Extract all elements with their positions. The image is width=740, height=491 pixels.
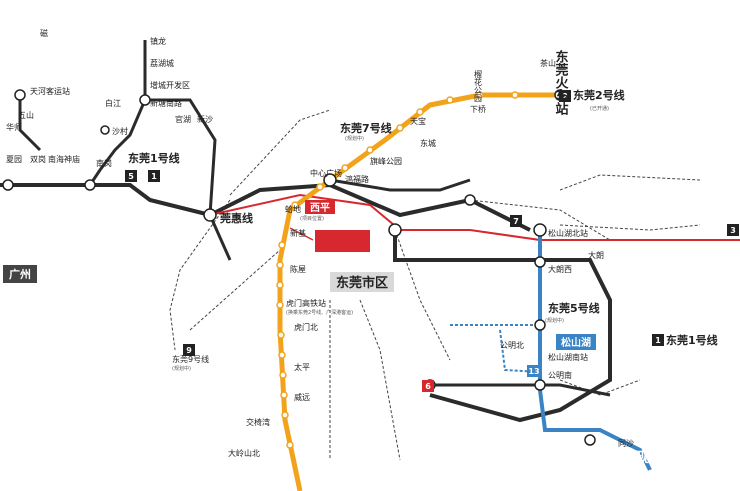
- station-qifeng: 旗峰公园: [370, 156, 402, 166]
- badge-9: 9: [186, 346, 192, 355]
- station-gongmingbei: 公明北: [500, 341, 524, 350]
- station-jiaoyiwan: 交椅湾: [246, 417, 270, 427]
- line-guangzhou-path: [18, 90, 42, 152]
- station-ci: 磁: [40, 28, 48, 38]
- dongguan-city-label: 东莞市区: [336, 275, 388, 291]
- dongguan-city-box: [330, 272, 394, 292]
- station-xinsha: 新沙: [197, 114, 213, 124]
- dg-station-label: 东莞火车站: [553, 49, 569, 116]
- line-guangzhou13-path: [88, 40, 147, 186]
- station-xinji: 新基: [290, 228, 306, 238]
- badge-5: 5: [128, 172, 134, 181]
- line7-path: [329, 178, 471, 192]
- line5-label: 东莞5号线: [548, 301, 600, 315]
- station-baijiang: 白江: [105, 98, 121, 108]
- badge-3: 3: [730, 226, 736, 235]
- line1-south: [393, 230, 612, 423]
- station-gongmingnan: 公明南: [548, 370, 572, 380]
- line7-label: 东莞7号线: [340, 121, 392, 135]
- line9-label: 东莞9号线: [172, 354, 209, 364]
- station-dalang: 大朗: [588, 250, 604, 260]
- station-xintang: 新塘南路: [150, 98, 182, 108]
- xiping-sub: (项目位置): [300, 215, 324, 222]
- line2-path: [277, 92, 570, 491]
- station-zhenlong: 镇龙: [150, 36, 166, 46]
- project-logo: [315, 230, 370, 252]
- line5-branch2: [499, 329, 541, 373]
- station-dalangxi: 大朗西: [548, 264, 572, 274]
- station-wushan: 五山: [18, 110, 34, 120]
- station-nangang: 南岗: [96, 158, 112, 168]
- line2-stations: [276, 91, 519, 449]
- hm-gaotie-sub: (换乘东莞2号线、广深港客运): [286, 309, 353, 316]
- station-tianbao: 天宝: [410, 116, 426, 126]
- guangzhou-label: 广州: [9, 267, 31, 281]
- station-tianhe: 天河客运站: [30, 86, 70, 96]
- songshanhu-label: 松山湖: [561, 336, 591, 349]
- badge-1b: 1: [655, 336, 661, 345]
- project-pointer: [289, 227, 314, 241]
- line6-path: [430, 383, 611, 397]
- line1-label-b: 东莞1号线: [666, 333, 718, 347]
- station-ssh-south: 松山湖南站: [548, 352, 588, 362]
- station-chenwu: 陈屋: [290, 264, 306, 274]
- badge-7: 7: [513, 217, 519, 226]
- station-shuanggang: 双岗: [30, 155, 46, 164]
- badge-13: 13: [528, 367, 539, 376]
- line2-label: 东莞2号线: [573, 88, 625, 102]
- station-labels: 磁 镇龙 荔湖城 增城开发区 新塘南路 官湖 新沙 天河客运站 五山 华师 白江…: [6, 28, 634, 458]
- line-guanhui-north: [145, 98, 217, 216]
- station-taiping: 太平: [294, 362, 310, 372]
- station-humenbei: 虎门北: [294, 322, 318, 332]
- station-shacun: 沙村: [112, 126, 128, 136]
- line1-label-a: 东莞1号线: [128, 151, 180, 165]
- guangzhou-box: [3, 265, 37, 283]
- interchanges: [2, 89, 596, 446]
- station-center: 中心广场: [310, 168, 342, 178]
- station-gedi: 蛤地: [285, 204, 301, 214]
- xiping-box: [305, 200, 335, 214]
- station-tongsha: 同沙: [618, 439, 634, 448]
- hm-gaotie-label: 虎门高铁站: [286, 298, 326, 308]
- station-chashan: 茶山: [540, 58, 556, 68]
- station-xiayuan: 夏园: [6, 155, 22, 164]
- songshanhu-box: [556, 334, 596, 350]
- station-zengcheng: 增城开发区: [150, 80, 190, 90]
- station-dongcheng: 东城: [420, 138, 436, 148]
- watermark: 楼市第一现场 搜狐号@搜狐焦点观山站: [575, 449, 729, 486]
- station-ssh-north: 松山湖北站: [548, 228, 588, 238]
- badge-2: 2: [562, 92, 568, 101]
- station-xiaqiao: 下桥: [470, 104, 486, 114]
- watermark-line2: 搜狐号@搜狐焦点观山站: [575, 469, 729, 486]
- station-lihucheng: 荔湖城: [150, 58, 174, 68]
- badge-1a: 1: [151, 172, 157, 181]
- badge-6: 6: [425, 382, 431, 391]
- planned-lines: [169, 109, 701, 461]
- station-liuhua: 榴花公园: [474, 69, 483, 103]
- guancheng-label: 莞惠线: [219, 211, 253, 225]
- line1-path: [0, 182, 531, 232]
- station-guanhu: 官湖: [175, 114, 191, 124]
- xiping-label: 西平: [310, 202, 330, 214]
- line5-sub: (规划中): [545, 317, 564, 324]
- station-huashi: 华师: [6, 122, 22, 132]
- line-badges: 5 2 1 1 9 7 3 6 13: [125, 90, 739, 392]
- station-huanwan: 大岭山北: [228, 448, 260, 458]
- watermark-line1: 楼市第一现场: [580, 449, 664, 466]
- line9-sub: (规划中): [172, 365, 191, 372]
- station-hongfu: 鸿福路: [345, 174, 369, 184]
- line7-sub: (规划中): [345, 135, 364, 142]
- station-weiyuan: 威远: [294, 392, 310, 402]
- line-guanhui-south: [208, 214, 232, 261]
- station-nanhai: 南海神庙: [48, 154, 80, 164]
- line2-sub: (已开通): [590, 105, 609, 112]
